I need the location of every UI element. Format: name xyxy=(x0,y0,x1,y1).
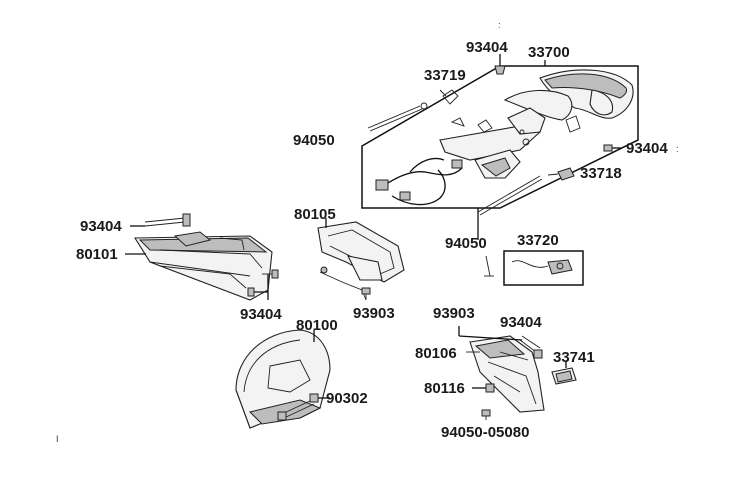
license-bracket-80106 xyxy=(469,335,545,413)
label-80116: 80116 xyxy=(424,380,465,397)
mark-colon-top: : xyxy=(498,20,501,30)
label-33741: 33741 xyxy=(553,349,595,366)
label-93404-right: 93404 xyxy=(626,140,668,157)
label-93404-lower: 93404 xyxy=(500,314,542,331)
label-33720: 33720 xyxy=(517,232,559,249)
label-93903-frame: 93903 xyxy=(353,305,395,322)
label-93404-left: 93404 xyxy=(80,218,122,235)
under-cover-80101 xyxy=(134,231,273,301)
bracket-frame-80105 xyxy=(317,218,405,301)
label-93903-bracket: 93903 xyxy=(433,305,475,322)
label-93404-top: 93404 xyxy=(466,39,508,56)
mark-page: I xyxy=(56,434,59,444)
label-80106: 80106 xyxy=(415,345,457,362)
label-94050-upper: 94050 xyxy=(293,132,335,149)
label-33700: 33700 xyxy=(528,44,570,61)
label-94050-05080: 94050-05080 xyxy=(441,424,529,441)
tail-light-assembly-group xyxy=(361,60,639,209)
label-80101: 80101 xyxy=(76,246,118,263)
label-80100: 80100 xyxy=(296,317,338,334)
label-93404-mid: 93404 xyxy=(240,306,282,323)
label-90302: 90302 xyxy=(326,390,368,407)
label-80105: 80105 xyxy=(294,206,336,223)
label-33718: 33718 xyxy=(580,165,622,182)
mark-colon-right: : xyxy=(676,144,679,154)
label-33719: 33719 xyxy=(424,67,466,84)
label-94050-lower: 94050 xyxy=(445,235,487,252)
license-light-box xyxy=(503,250,584,286)
